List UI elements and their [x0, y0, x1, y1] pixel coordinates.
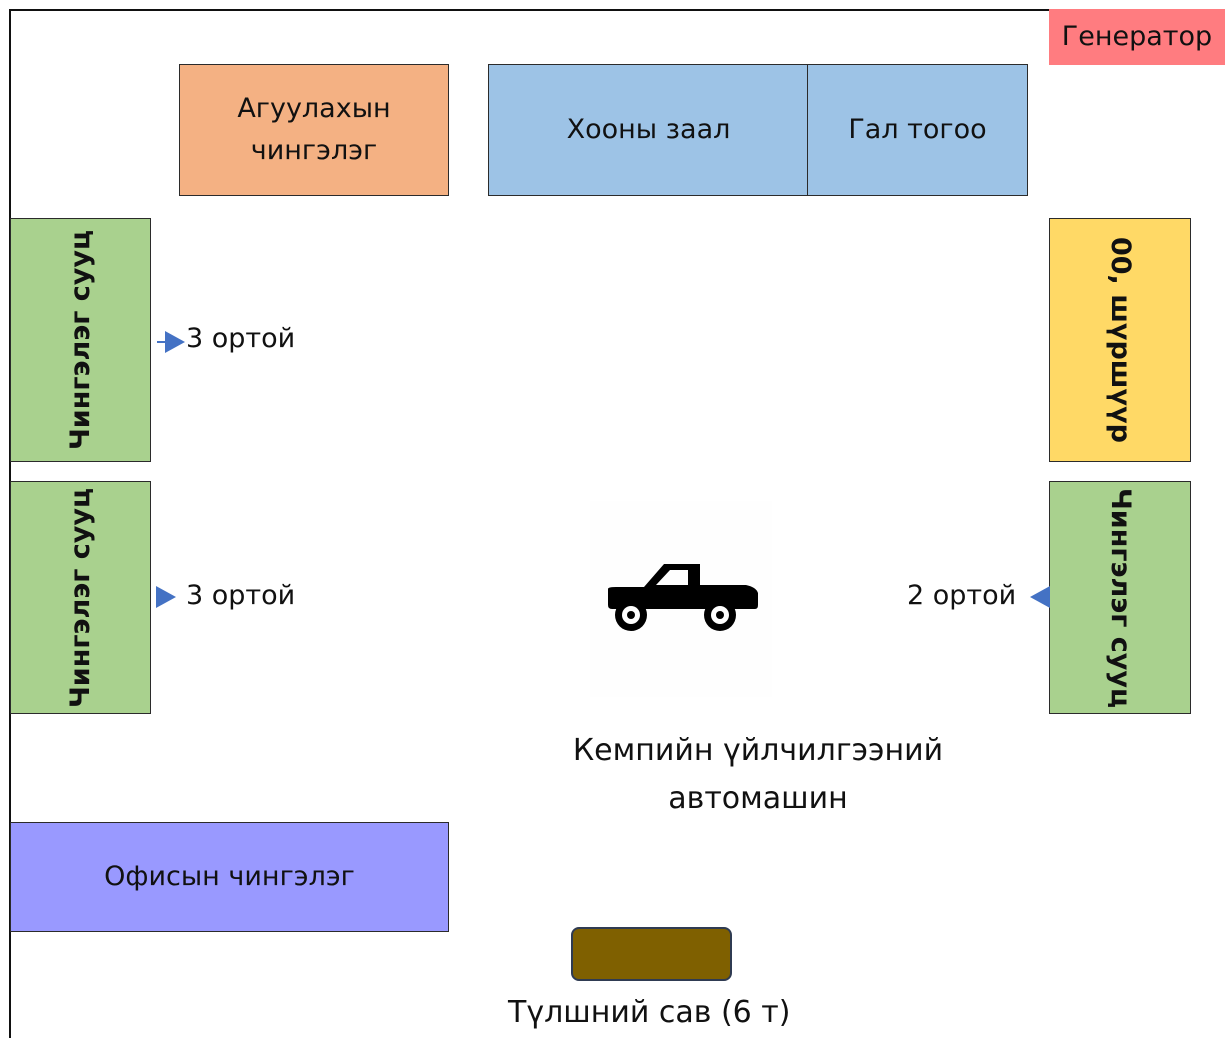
dorm-left-bottom-box: Чингэлэг сууц — [10, 481, 151, 714]
generator-label: Генератор — [1061, 21, 1213, 52]
dorm-left-bottom-label: Чингэлэг сууц — [64, 487, 96, 708]
vehicle-label-line2: автомашин — [668, 781, 848, 816]
storage-label-line1: Агуулахын — [237, 93, 391, 124]
toilet-shower-label: 00, шүршүүр — [1105, 236, 1136, 444]
dining-hall-box: Хооны заал — [488, 64, 809, 196]
office-container-box: Офисын чингэлэг — [10, 822, 449, 932]
dining-hall-label: Хооны заал — [566, 114, 731, 145]
arrow-stem-left-top — [157, 341, 167, 343]
arrow-left-top-icon — [165, 331, 185, 353]
dorm-right-label: Чингэлэг сууц — [1105, 487, 1136, 708]
generator-box: Генератор — [1049, 9, 1225, 65]
dorm-left-top-label: Чингэлэг сууц — [64, 229, 96, 451]
kitchen-box: Гал тогоо — [807, 64, 1028, 196]
fuel-tank-label: Түлшний сав (6 т) — [508, 995, 791, 1030]
storage-container-box: Агуулахын чингэлэг — [179, 64, 449, 196]
room-label-left-top: 3 ортой — [186, 323, 296, 354]
arrow-right-icon — [1030, 586, 1050, 608]
fuel-tank-shape — [571, 927, 732, 981]
vehicle-label: Кемпийн үйлчилгээний автомашин — [540, 727, 976, 823]
kitchen-label: Гал тогоо — [848, 114, 987, 145]
storage-label-line2: чингэлэг — [250, 135, 378, 166]
room-label-right: 2 ортой — [907, 580, 1017, 611]
pickup-truck-icon — [608, 564, 758, 631]
vehicle-icon-frame — [590, 501, 772, 697]
room-label-left-bottom: 3 ортой — [186, 580, 296, 611]
dorm-right-box: Чингэлэг сууц — [1049, 481, 1191, 714]
office-label: Офисын чингэлэг — [104, 861, 355, 892]
dorm-left-top-box: Чингэлэг сууц — [10, 218, 151, 462]
vehicle-label-line1: Кемпийн үйлчилгээний — [572, 733, 944, 768]
toilet-shower-box: 00, шүршүүр — [1049, 218, 1191, 462]
arrow-left-bottom-icon — [156, 586, 176, 608]
